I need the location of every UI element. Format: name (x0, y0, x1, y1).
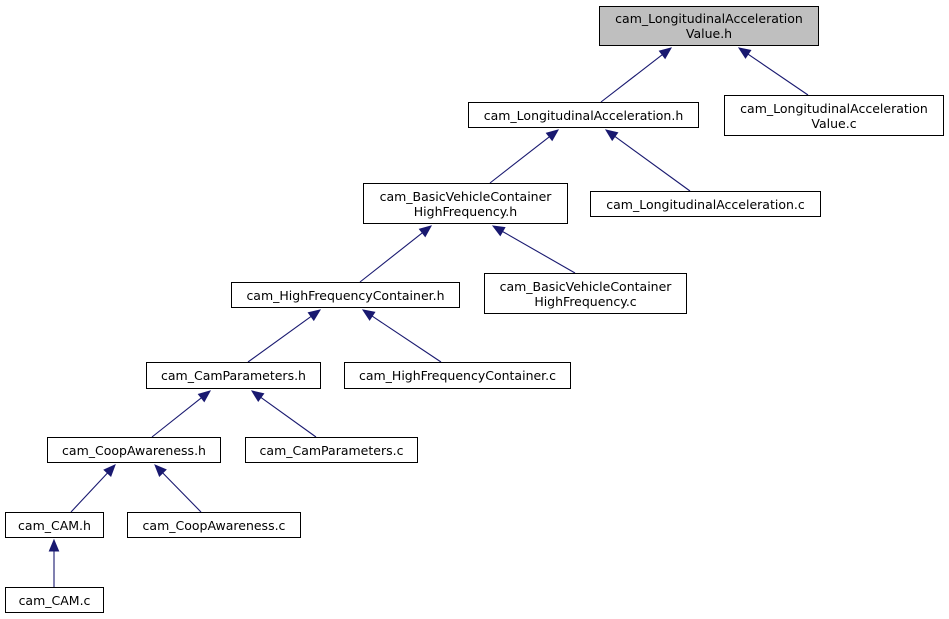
node-high-frequency-container-c[interactable]: cam_HighFrequencyContainer.c (344, 362, 571, 389)
edge-n5-to-n3 (359, 232, 423, 283)
node-coop-awareness-h[interactable]: cam_CoopAwareness.h (47, 437, 221, 463)
node-coop-awareness-c[interactable]: cam_CoopAwareness.c (127, 512, 301, 538)
node-cam-parameters-c[interactable]: cam_CamParameters.c (245, 437, 418, 463)
node-longitudinal-acceleration-h[interactable]: cam_LongitudinalAcceleration.h (468, 102, 699, 128)
node-label: cam_CoopAwareness.c (142, 517, 286, 533)
node-label-line-1: cam_BasicVehicleContainer (499, 278, 672, 294)
node-longitudinal-acceleration-c[interactable]: cam_LongitudinalAcceleration.c (590, 191, 821, 217)
arrowhead-n8-to-n5 (361, 309, 376, 321)
node-label: cam_CoopAwareness.h (62, 442, 206, 458)
node-label-line-2: Value.c (811, 115, 857, 131)
arrowhead-n11-to-n9 (103, 464, 116, 478)
arrowhead-n4-to-n1 (604, 129, 619, 142)
edge-n4-to-n1 (614, 136, 691, 192)
node-label-line-1: cam_BasicVehicleContainer (379, 188, 552, 204)
arrowhead-n13-to-n11 (48, 538, 60, 552)
arrowhead-n3-to-n1 (545, 129, 560, 142)
edge-n8-to-n5 (371, 315, 442, 363)
node-high-frequency-container-h[interactable]: cam_HighFrequencyContainer.h (231, 282, 460, 308)
edge-n3-to-n1 (489, 136, 550, 184)
node-label: cam_HighFrequencyContainer.c (358, 368, 557, 383)
arrowhead-n2-to-n0 (737, 47, 752, 59)
node-label: cam_CamParameters.h (161, 368, 306, 383)
edge-n11-to-n9 (70, 472, 108, 513)
arrowhead-n5-to-n3 (418, 225, 433, 238)
node-label-line-1: cam_LongitudinalAcceleration (740, 100, 928, 116)
node-label-line-2: Value.h (685, 26, 733, 41)
edge-n2-to-n0 (747, 53, 809, 96)
node-label: cam_CAM.h (18, 517, 91, 533)
edge-n1-to-n0 (600, 54, 663, 103)
node-label: cam_LongitudinalAcceleration.c (606, 196, 805, 212)
arrowhead-n7-to-n5 (307, 309, 322, 322)
edge-n10-to-n7 (260, 396, 317, 438)
node-label-line-1: cam_LongitudinalAcceleration (615, 11, 803, 26)
node-label: cam_CAM.c (18, 592, 91, 608)
edge-n7-to-n5 (247, 315, 312, 363)
node-cam-h[interactable]: cam_CAM.h (5, 512, 104, 538)
node-label: cam_LongitudinalAcceleration.h (483, 107, 684, 123)
node-label-line-2: HighFrequency.h (413, 203, 518, 219)
node-cam-c[interactable]: cam_CAM.c (5, 587, 104, 613)
arrowhead-n12-to-n9 (154, 464, 167, 477)
arrowhead-n10-to-n7 (250, 390, 265, 403)
node-label-line-2: HighFrequency.c (534, 293, 637, 309)
node-label: cam_HighFrequencyContainer.h (246, 287, 445, 303)
edge-n9-to-n7 (151, 397, 202, 438)
edge-n12-to-n9 (162, 472, 202, 513)
arrowhead-n6-to-n3 (491, 225, 506, 237)
arrowhead-n1-to-n0 (658, 47, 673, 60)
node-label: cam_CamParameters.c (259, 442, 404, 458)
edge-n6-to-n3 (502, 230, 576, 274)
node-cam-parameters-h[interactable]: cam_CamParameters.h (146, 362, 321, 389)
arrowhead-n9-to-n7 (197, 390, 212, 403)
